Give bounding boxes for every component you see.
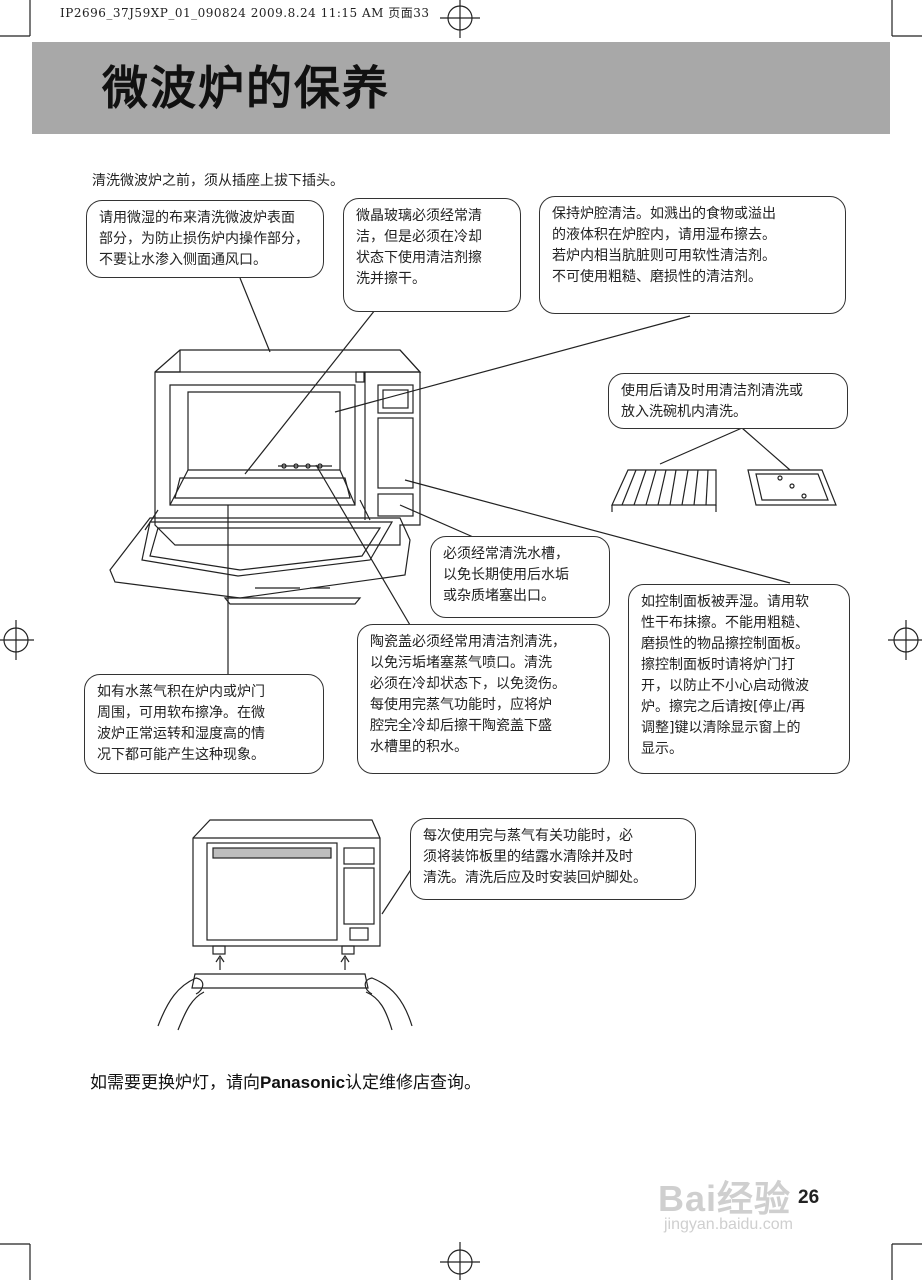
note-line: 腔完全冷却后擦干陶瓷盖下盛 (370, 718, 552, 734)
note-glass-cleaning: 微晶玻璃必须经常清 洁，但是必须在冷却 状态下使用清洁剂擦 洗并擦干。 (343, 198, 521, 312)
note-steam-condensation: 如有水蒸气积在炉内或炉门 周围，可用软布擦净。在微 波炉正常运转和湿度高的情 况… (84, 674, 324, 774)
note-line: 的液体积在炉腔内，请用湿布擦去。 (552, 227, 776, 243)
note-line: 或杂质堵塞出口。 (443, 588, 555, 604)
note-line: 保持炉腔清洁。如溅出的食物或溢出 (552, 206, 776, 222)
note-water-tank: 必须经常清洗水槽， 以免长期使用后水垢 或杂质堵塞出口。 (430, 536, 610, 618)
note-line: 必须经常清洗水槽， (443, 546, 569, 562)
note-line: 如有水蒸气积在炉内或炉门 (97, 684, 265, 700)
note-line: 擦控制面板时请将炉门打 (641, 657, 795, 673)
note-line: 波炉正常运转和湿度高的情 (97, 726, 265, 742)
note-line: 洗并擦干。 (356, 271, 426, 287)
footer-prefix: 如需要更换炉灯，请向 (90, 1073, 260, 1093)
note-line: 状态下使用清洁剂擦 (356, 250, 482, 266)
intro-text: 清洗微波炉之前，须从插座上拔下插头。 (92, 173, 344, 189)
note-drip-tray: 每次使用完与蒸气有关功能时，必 须将装饰板里的结露水清除并及时 清洗。清洗后应及… (410, 818, 696, 900)
note-line: 炉。擦完之后请按[停止/再 (641, 699, 806, 715)
watermark-logo: Bai经验 (658, 1178, 792, 1219)
note-line: 洁，但是必须在冷却 (356, 229, 482, 245)
note-line: 陶瓷盖必须经常用清洁剂清洗， (370, 634, 566, 650)
note-line: 部分，为防止损伤炉内操作部分， (99, 231, 309, 247)
note-cavity-cleaning: 保持炉腔清洁。如溅出的食物或溢出 的液体积在炉腔内，请用湿布擦去。 若炉内相当肮… (539, 196, 846, 314)
note-line: 请用微湿的布来清洗微波炉表面 (99, 210, 295, 226)
note-line: 如控制面板被弄湿。请用软 (641, 594, 809, 610)
page-number: 26 (798, 1187, 820, 1208)
note-line: 须将装饰板里的结露水清除并及时 (423, 849, 633, 865)
note-exterior-cleaning: 请用微湿的布来清洗微波炉表面 部分，为防止损伤炉内操作部分， 不要让水渗入侧面通… (86, 200, 324, 278)
note-line: 以免长期使用后水垢 (443, 567, 569, 583)
note-line: 清洗。清洗后应及时安装回炉脚处。 (423, 870, 647, 886)
note-line: 性干布抹擦。不能用粗糙、 (641, 615, 809, 631)
registration-mark-left (0, 620, 34, 660)
note-line: 况下都可能产生这种现象。 (97, 747, 265, 763)
note-line: 使用后请及时用清洁剂清洗或 (621, 383, 803, 399)
page-title: 微波炉的保养 (102, 61, 390, 115)
note-line: 若炉内相当肮脏则可用软性清洁剂。 (552, 248, 776, 264)
note-line: 每使用完蒸气功能时，应将炉 (370, 697, 552, 713)
note-line: 磨损性的物品擦控制面板。 (641, 636, 809, 652)
note-line: 必须在冷却状态下，以免烫伤。 (370, 676, 566, 692)
watermark-url: jingyan.baidu.com (664, 1216, 793, 1233)
note-line: 每次使用完与蒸气有关功能时，必 (423, 828, 633, 844)
note-ceramic-cover: 陶瓷盖必须经常用清洁剂清洗， 以免污垢堵塞蒸气喷口。清洗 必须在冷却状态下，以免… (357, 624, 610, 774)
note-control-panel: 如控制面板被弄湿。请用软 性干布抹擦。不能用粗糙、 磨损性的物品擦控制面板。 擦… (628, 584, 850, 774)
note-line: 微晶玻璃必须经常清 (356, 208, 482, 224)
title-bar: 微波炉的保养 (32, 42, 890, 134)
lamp-replacement-note: 如需要更换炉灯，请向Panasonic认定维修店查询。 (90, 1068, 481, 1093)
note-accessories-cleaning: 使用后请及时用清洁剂清洗或 放入洗碗机内清洗。 (608, 373, 848, 429)
note-line: 不可使用粗糙、磨损性的清洁剂。 (552, 269, 762, 285)
note-line: 调整]键以清除显示窗上的 (641, 720, 801, 736)
note-line: 水槽里的积水。 (370, 739, 468, 755)
print-header-meta: IP2696_37J59XP_01_090824 2009.8.24 11:15… (60, 6, 430, 20)
registration-mark-right (888, 620, 922, 660)
note-line: 不要让水渗入侧面通风口。 (99, 252, 267, 268)
note-line: 显示。 (641, 741, 683, 757)
note-line: 以免污垢堵塞蒸气喷口。清洗 (370, 655, 552, 671)
registration-mark-bottom (440, 1242, 480, 1280)
note-line: 周围，可用软布擦净。在微 (97, 705, 265, 721)
note-line: 开，以防止不小心启动微波 (641, 678, 809, 694)
brand-name: Panasonic (260, 1073, 346, 1092)
footer-suffix: 认定维修店查询。 (345, 1073, 482, 1093)
note-line: 放入洗碗机内清洗。 (621, 404, 747, 420)
registration-mark-top (440, 0, 480, 38)
